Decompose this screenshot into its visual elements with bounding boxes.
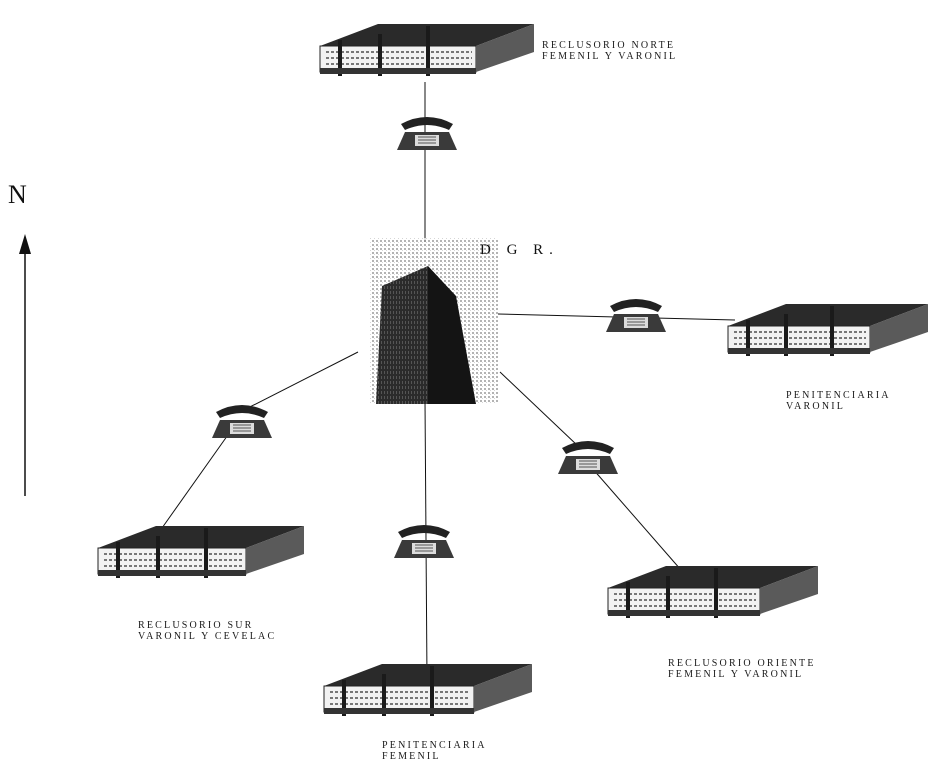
office-tower-icon <box>360 236 500 406</box>
telephone-icon <box>210 400 274 442</box>
site-label-line: PENITENCIARIA <box>786 390 891 401</box>
telephone-icon <box>604 294 668 336</box>
north-arrow-head <box>19 234 31 254</box>
telephone-icon <box>392 520 456 562</box>
site-label-line: VARONIL <box>786 401 891 412</box>
hub-label: D G R. <box>480 242 559 259</box>
site-label-line: RECLUSORIO NORTE <box>542 40 677 51</box>
prison-building-icon <box>318 6 536 76</box>
prison-building-icon <box>322 646 534 716</box>
site-label-line: FEMENIL Y VARONIL <box>668 669 816 680</box>
site-label-line: RECLUSORIO SUR <box>138 620 276 631</box>
site-label-oriente: RECLUSORIO ORIENTE FEMENIL Y VARONIL <box>668 658 816 680</box>
site-label-line: FEMENIL Y VARONIL <box>542 51 677 62</box>
telephone-icon <box>556 436 620 478</box>
site-label-line: VARONIL Y CEVELAC <box>138 631 276 642</box>
site-label-line: PENITENCIARIA <box>382 740 487 751</box>
site-label-sur: RECLUSORIO SUR VARONIL Y CEVELAC <box>138 620 276 642</box>
prison-building-icon <box>96 508 306 578</box>
site-label-norte: RECLUSORIO NORTE FEMENIL Y VARONIL <box>542 40 677 62</box>
prison-building-icon <box>606 548 820 618</box>
link-oriente-a <box>500 372 578 446</box>
site-label-pen-varonil: PENITENCIARIA VARONIL <box>786 390 891 412</box>
north-label: N <box>8 180 27 210</box>
site-label-line: FEMENIL <box>382 751 487 762</box>
prison-building-icon <box>726 286 930 356</box>
site-label-line: RECLUSORIO ORIENTE <box>668 658 816 669</box>
site-label-pen-femenil: PENITENCIARIA FEMENIL <box>382 740 487 762</box>
telephone-icon <box>395 112 459 154</box>
